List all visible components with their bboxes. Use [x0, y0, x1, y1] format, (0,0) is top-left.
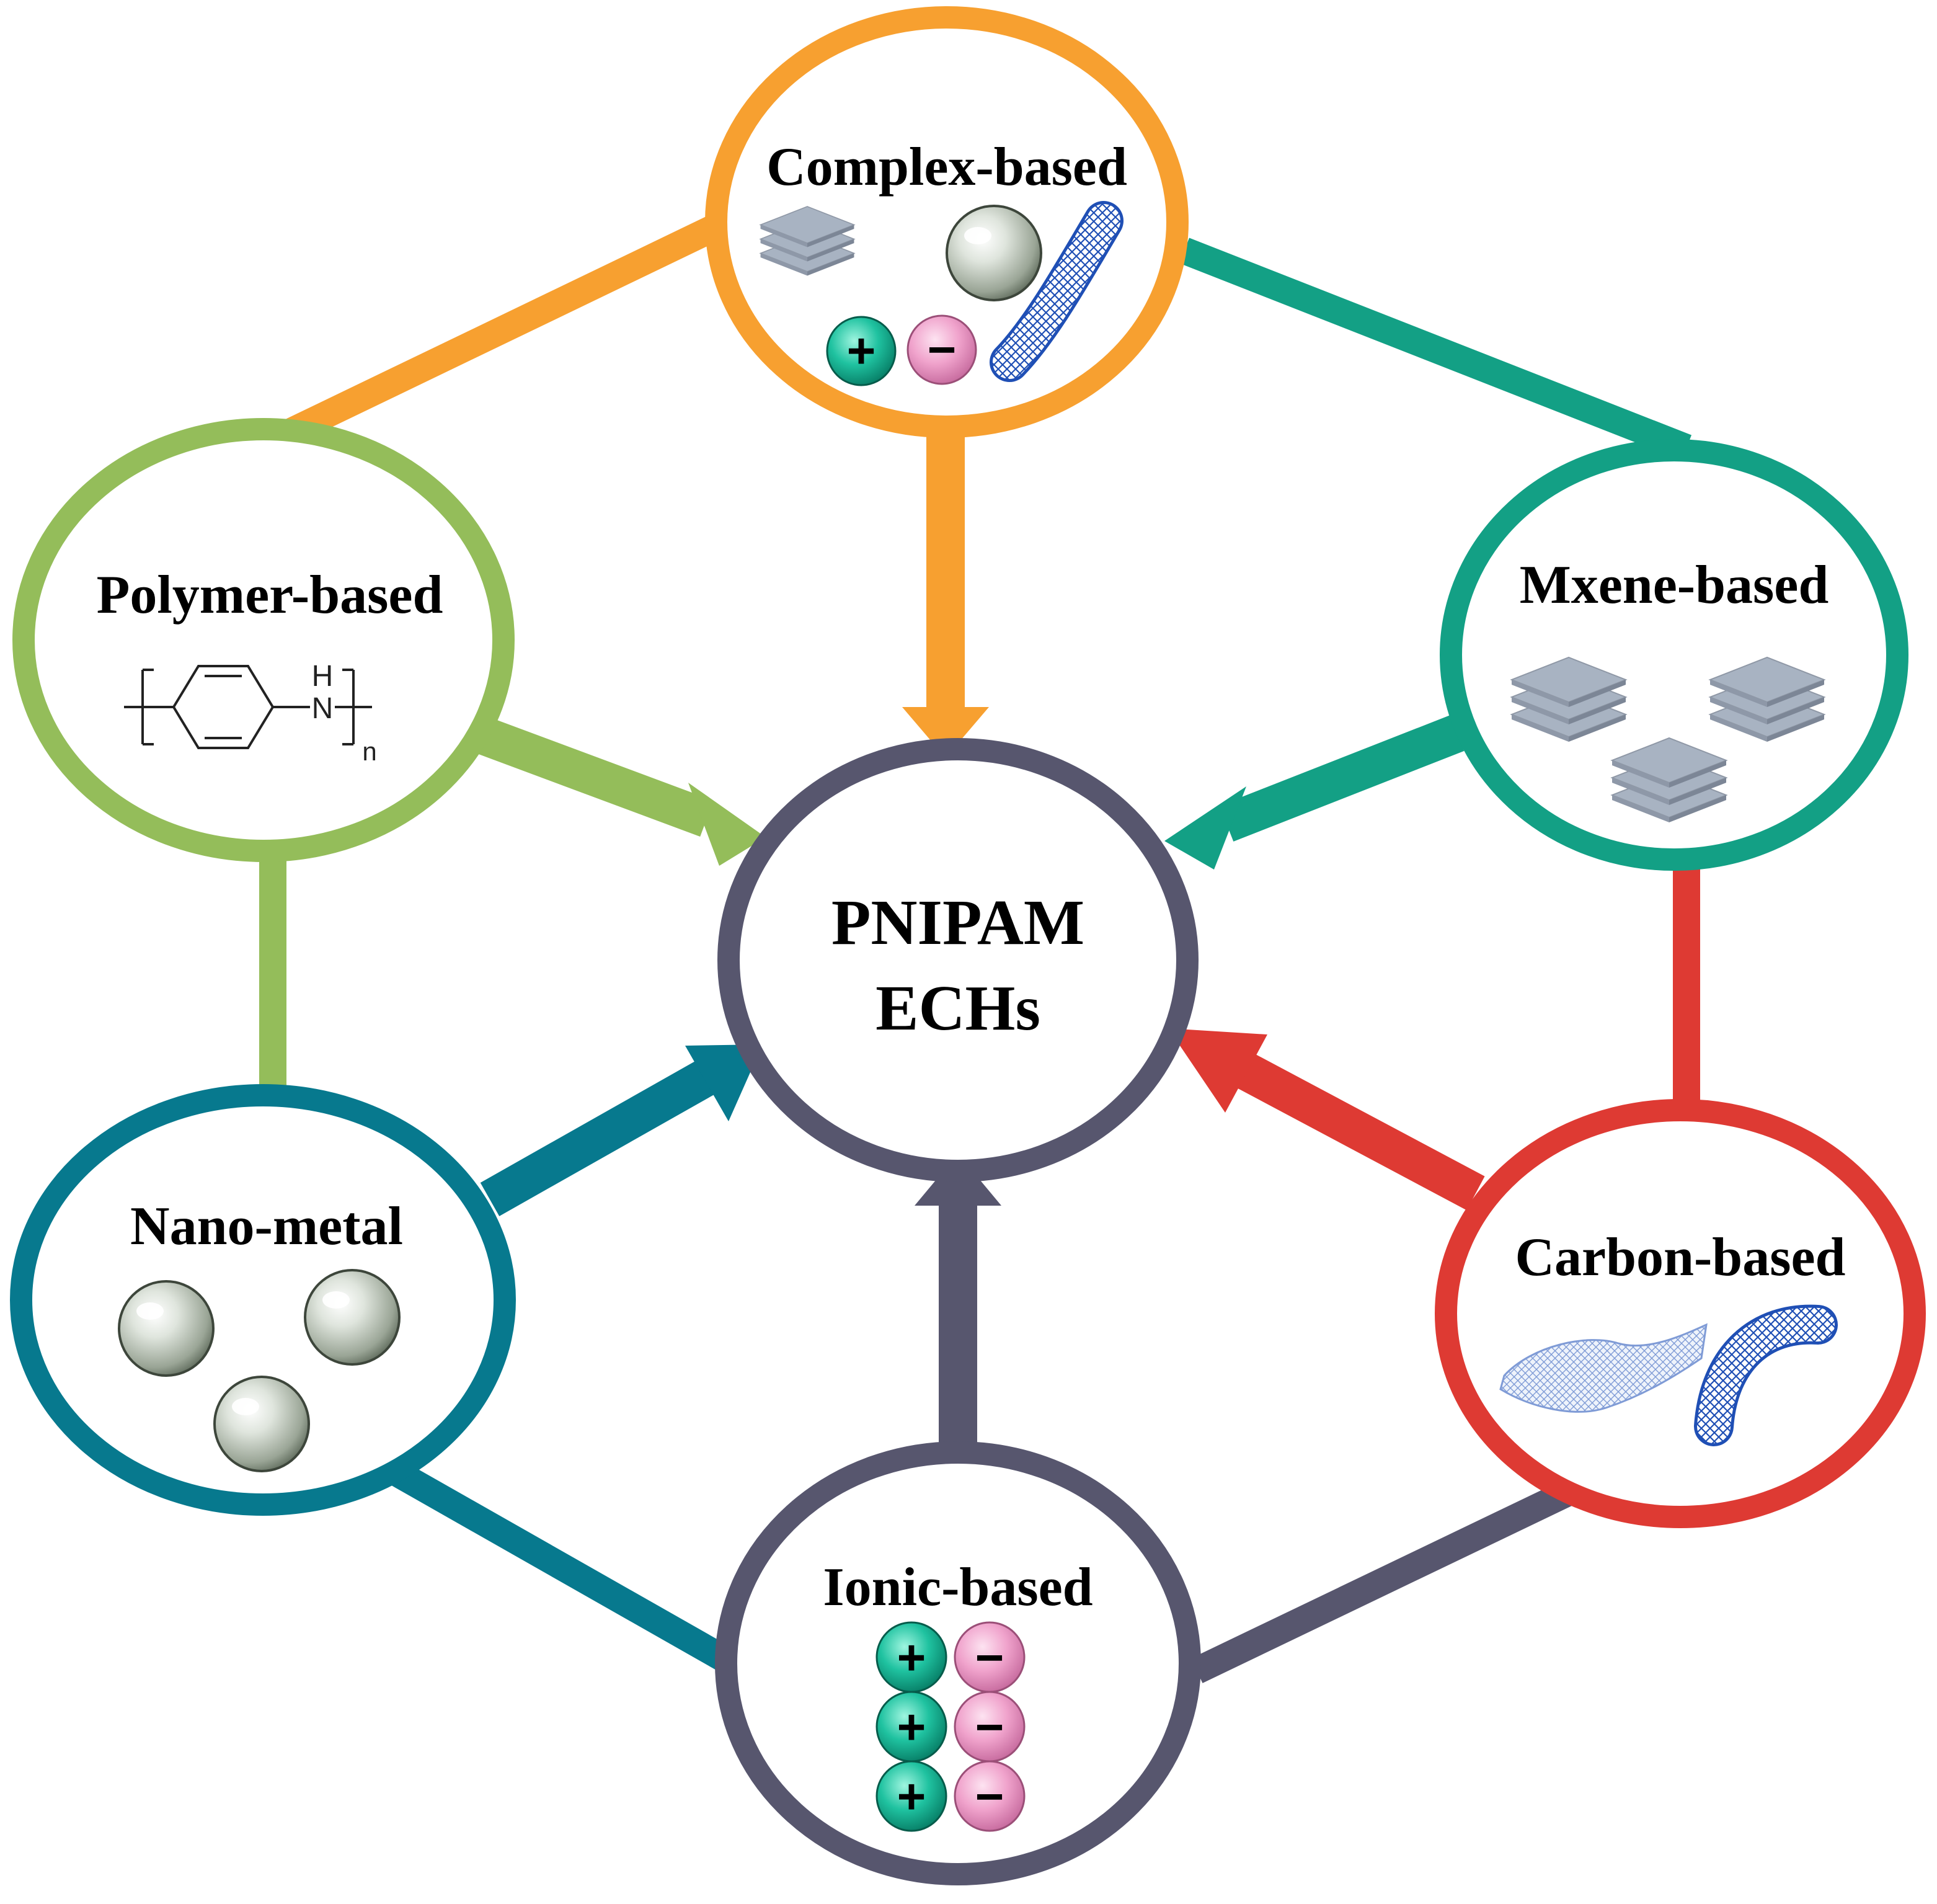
cation-icon: +: [875, 1760, 947, 1832]
svg-text:−: −: [928, 322, 957, 377]
anion-icon: −: [954, 1760, 1026, 1832]
node-polymer-based: Polymer-based H N n: [12, 418, 515, 862]
svg-text:−: −: [975, 1769, 1004, 1824]
polymer-chem-h: H: [312, 660, 334, 693]
svg-text:+: +: [897, 1630, 926, 1685]
carbon-nanotube-icon: [1694, 1304, 1838, 1446]
arrow-ionic-to-center: [915, 1154, 1001, 1449]
node-mxene-based: Mxene-based: [1440, 439, 1908, 871]
polymer-based-label: Polymer-based: [97, 565, 443, 625]
nano-metal-label: Nano-metal: [130, 1196, 403, 1257]
hexagon-connectors: [259, 208, 1700, 1683]
arrow-nano-to-center: [480, 1044, 763, 1216]
arrow-mxene-to-center: [1164, 715, 1465, 870]
cation-icon: +: [875, 1621, 947, 1693]
cation-icon: +: [826, 316, 897, 386]
polymer-chem-subscript: n: [362, 737, 376, 766]
center-title-line2: ECHs: [875, 972, 1040, 1044]
nanoparticle-sphere-icon: [946, 205, 1042, 301]
svg-text:+: +: [847, 323, 876, 378]
arrow-complex-to-center: [902, 429, 989, 758]
svg-text:+: +: [897, 1699, 926, 1755]
polymer-chem-n: N: [312, 692, 334, 725]
carbon-based-label: Carbon-based: [1515, 1227, 1846, 1288]
mxene-based-label: Mxene-based: [1520, 555, 1829, 615]
anion-icon: −: [906, 314, 977, 385]
node-ionic-based: Ionic-based + − + − + −: [715, 1441, 1201, 1885]
arrow-polymer-to-center: [477, 717, 766, 866]
polyaniline-structure-icon: [124, 665, 372, 749]
center-node: PNIPAM ECHs: [717, 738, 1199, 1182]
complex-based-label: Complex-based: [766, 137, 1127, 197]
arrow-carbon-to-center: [1168, 1028, 1485, 1211]
anion-icon: −: [954, 1621, 1026, 1693]
node-nano-metal: Nano-metal: [10, 1084, 516, 1516]
nanoparticle-sphere-icon: [304, 1269, 401, 1366]
nanoparticle-sphere-icon: [118, 1280, 215, 1377]
nanoparticle-sphere-icon: [213, 1376, 310, 1472]
arrows-to-center: [477, 429, 1485, 1449]
svg-text:−: −: [975, 1630, 1004, 1685]
carbon-nanotube-icon: [990, 201, 1124, 382]
node-complex-based: Complex-based + −: [705, 6, 1189, 438]
graphene-sheet-icon: [1499, 1323, 1708, 1413]
connector-complex-polymer: [262, 208, 735, 455]
anion-icon: −: [954, 1691, 1026, 1763]
connector-nano-ionic: [365, 1446, 732, 1672]
svg-text:+: +: [897, 1769, 926, 1824]
ionic-based-label: Ionic-based: [823, 1557, 1093, 1617]
svg-text:−: −: [975, 1699, 1004, 1755]
connector-complex-mxene: [1179, 238, 1692, 461]
node-carbon-based: Carbon-based: [1435, 1099, 1926, 1528]
center-title-line1: PNIPAM: [831, 887, 1084, 958]
cation-icon: +: [875, 1691, 947, 1763]
connector-carbon-ionic: [1190, 1480, 1575, 1683]
